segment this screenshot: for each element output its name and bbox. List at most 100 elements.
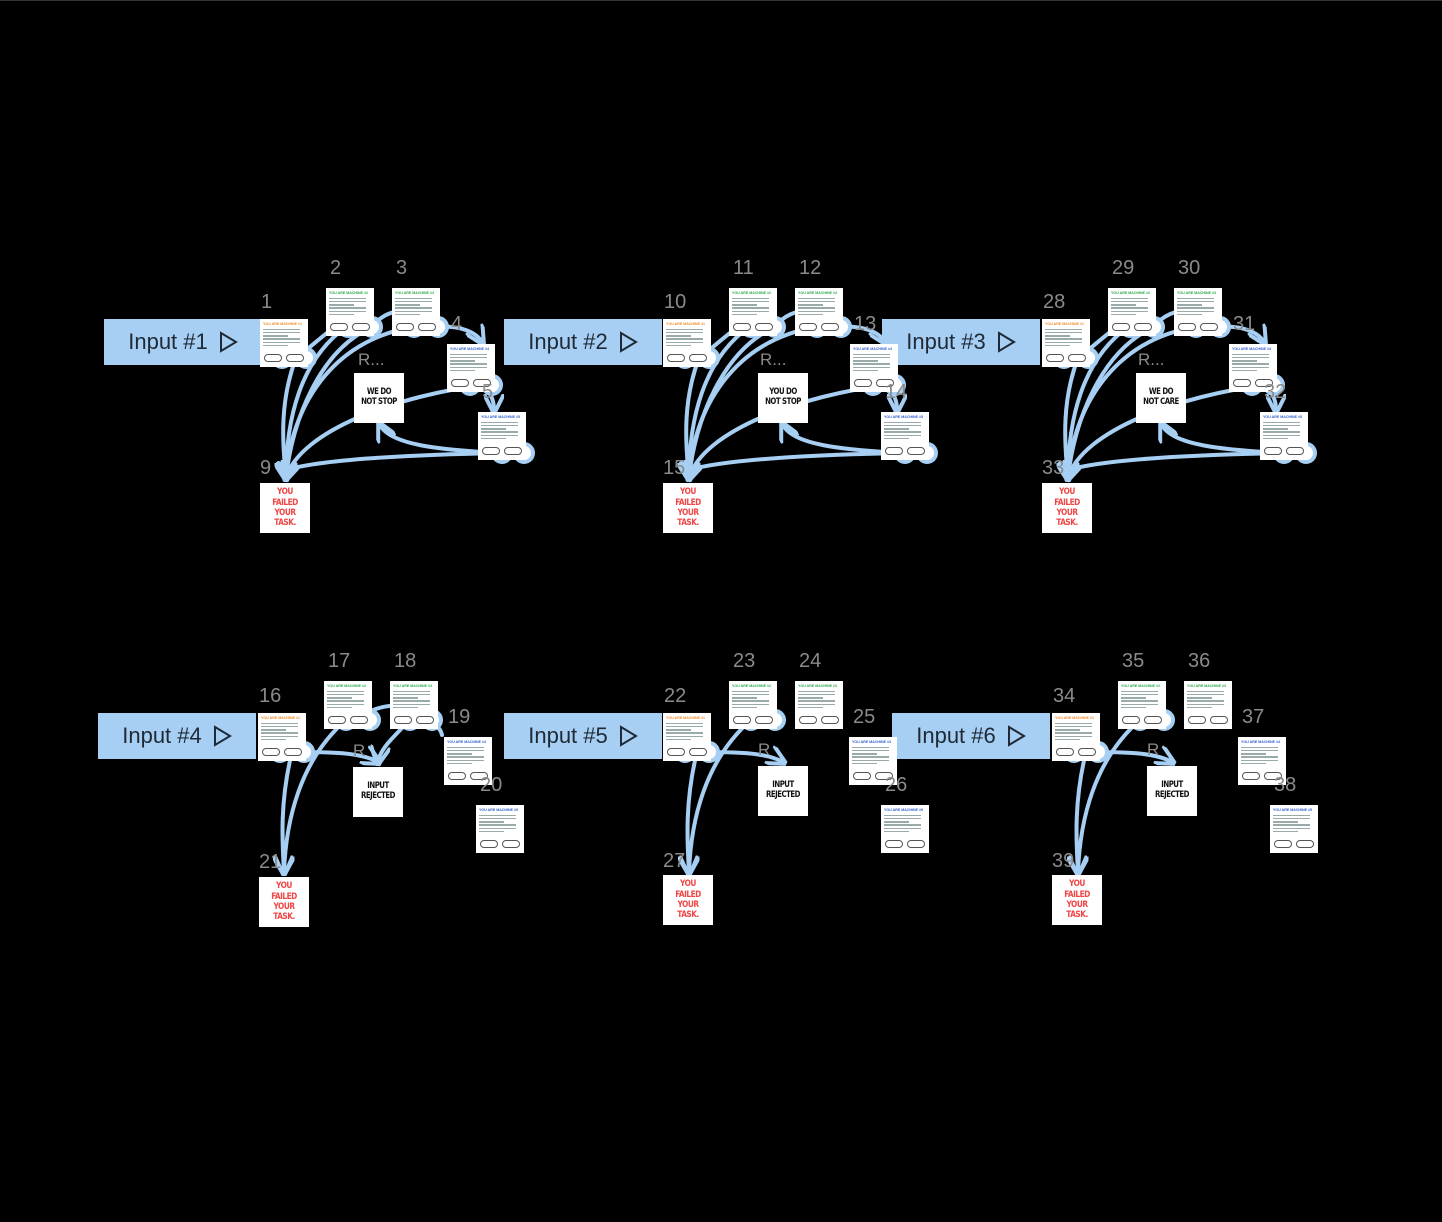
machine-screen-frame[interactable]: YOU ARE MACHINE #3 bbox=[1184, 681, 1232, 729]
frame-choice-button[interactable] bbox=[1134, 323, 1152, 331]
message-card-you-do-not-stop[interactable]: YOU DO NOT STOP bbox=[758, 373, 808, 423]
frame-choice-button[interactable] bbox=[262, 748, 280, 756]
input-4-button[interactable]: Input #4 bbox=[98, 713, 256, 759]
frame-choice-button[interactable] bbox=[1296, 840, 1314, 848]
frame-choice-button[interactable] bbox=[1200, 323, 1218, 331]
frame-choice-button[interactable] bbox=[480, 840, 498, 848]
frame-choice-button[interactable] bbox=[854, 379, 872, 387]
machine-screen-frame[interactable]: YOU ARE MACHINE #2 bbox=[1118, 681, 1166, 729]
machine-screen-frame[interactable]: YOU ARE MACHINE #1 bbox=[1042, 319, 1090, 367]
frame-choice-button[interactable] bbox=[689, 748, 707, 756]
frame-choice-button[interactable] bbox=[875, 772, 893, 780]
machine-screen-frame[interactable]: YOU ARE MACHINE #4 bbox=[1229, 344, 1277, 392]
frame-choice-button[interactable] bbox=[1178, 323, 1196, 331]
machine-screen-frame[interactable]: YOU ARE MACHINE #5 bbox=[1260, 412, 1308, 460]
machine-screen-frame[interactable]: YOU ARE MACHINE #5 bbox=[478, 412, 526, 460]
frame-choice-button[interactable] bbox=[1112, 323, 1130, 331]
frame-choice-button[interactable] bbox=[755, 716, 773, 724]
frame-choice-button[interactable] bbox=[473, 379, 491, 387]
machine-screen-frame[interactable]: YOU ARE MACHINE #2 bbox=[326, 288, 374, 336]
frame-choice-button[interactable] bbox=[1078, 748, 1096, 756]
frame-choice-button[interactable] bbox=[733, 716, 751, 724]
frame-choice-button[interactable] bbox=[755, 323, 773, 331]
machine-screen-frame[interactable]: YOU ARE MACHINE #1 bbox=[258, 713, 306, 761]
frame-choice-button[interactable] bbox=[1056, 748, 1074, 756]
fail-card[interactable]: YOU FAILED YOUR TASK. bbox=[260, 483, 310, 533]
machine-screen-frame[interactable]: YOU ARE MACHINE #2 bbox=[729, 288, 777, 336]
frame-choice-button[interactable] bbox=[1144, 716, 1162, 724]
frame-choice-button[interactable] bbox=[504, 447, 522, 455]
frame-choice-button[interactable] bbox=[885, 447, 903, 455]
frame-choice-button[interactable] bbox=[667, 354, 685, 362]
frame-choice-button[interactable] bbox=[1233, 379, 1251, 387]
frame-choice-button[interactable] bbox=[470, 772, 488, 780]
frame-choice-button[interactable] bbox=[1242, 772, 1260, 780]
machine-screen-frame[interactable]: YOU ARE MACHINE #3 bbox=[392, 288, 440, 336]
frame-choice-button[interactable] bbox=[689, 354, 707, 362]
machine-screen-frame[interactable]: YOU ARE MACHINE #4 bbox=[849, 737, 897, 785]
message-card-we-do-not-care[interactable]: WE DO NOT CARE bbox=[1136, 373, 1186, 423]
frame-choice-button[interactable] bbox=[1286, 447, 1304, 455]
machine-screen-frame[interactable]: YOU ARE MACHINE #2 bbox=[324, 681, 372, 729]
frame-choice-button[interactable] bbox=[396, 323, 414, 331]
frame-choice-button[interactable] bbox=[1188, 716, 1206, 724]
frame-choice-button[interactable] bbox=[907, 447, 925, 455]
message-card-input-rejected[interactable]: INPUT REJECTED bbox=[1147, 766, 1197, 816]
machine-screen-frame[interactable]: YOU ARE MACHINE #4 bbox=[444, 737, 492, 785]
frame-choice-button[interactable] bbox=[885, 840, 903, 848]
frame-choice-button[interactable] bbox=[876, 379, 894, 387]
machine-screen-frame[interactable]: YOU ARE MACHINE #2 bbox=[729, 681, 777, 729]
frame-choice-button[interactable] bbox=[1274, 840, 1292, 848]
machine-screen-frame[interactable]: YOU ARE MACHINE #3 bbox=[795, 288, 843, 336]
frame-choice-button[interactable] bbox=[1210, 716, 1228, 724]
input-1-button[interactable]: Input #1 bbox=[104, 319, 262, 365]
frame-choice-button[interactable] bbox=[284, 748, 302, 756]
input-5-button[interactable]: Input #5 bbox=[504, 713, 662, 759]
frame-choice-button[interactable] bbox=[1122, 716, 1140, 724]
message-card-we-do-not-stop[interactable]: WE DO NOT STOP bbox=[354, 373, 404, 423]
frame-choice-button[interactable] bbox=[416, 716, 434, 724]
fail-card[interactable]: YOU FAILED YOUR TASK. bbox=[1042, 483, 1092, 533]
frame-choice-button[interactable] bbox=[1264, 447, 1282, 455]
frame-choice-button[interactable] bbox=[853, 772, 871, 780]
machine-screen-frame[interactable]: YOU ARE MACHINE #4 bbox=[447, 344, 495, 392]
frame-choice-button[interactable] bbox=[799, 716, 817, 724]
frame-choice-button[interactable] bbox=[667, 748, 685, 756]
frame-choice-button[interactable] bbox=[352, 323, 370, 331]
fail-card[interactable]: YOU FAILED YOUR TASK. bbox=[663, 483, 713, 533]
input-2-button[interactable]: Input #2 bbox=[504, 319, 662, 365]
frame-choice-button[interactable] bbox=[451, 379, 469, 387]
frame-choice-button[interactable] bbox=[821, 323, 839, 331]
input-3-button[interactable]: Input #3 bbox=[882, 319, 1040, 365]
fail-card[interactable]: YOU FAILED YOUR TASK. bbox=[259, 877, 309, 927]
fail-card[interactable]: YOU FAILED YOUR TASK. bbox=[663, 875, 713, 925]
frame-choice-button[interactable] bbox=[418, 323, 436, 331]
machine-screen-frame[interactable]: YOU ARE MACHINE #1 bbox=[260, 319, 308, 367]
machine-screen-frame[interactable]: YOU ARE MACHINE #3 bbox=[1174, 288, 1222, 336]
frame-choice-button[interactable] bbox=[821, 716, 839, 724]
frame-choice-button[interactable] bbox=[330, 323, 348, 331]
message-card-input-rejected[interactable]: INPUT REJECTED bbox=[353, 767, 403, 817]
machine-screen-frame[interactable]: YOU ARE MACHINE #5 bbox=[881, 412, 929, 460]
machine-screen-frame[interactable]: YOU ARE MACHINE #4 bbox=[850, 344, 898, 392]
frame-choice-button[interactable] bbox=[482, 447, 500, 455]
frame-choice-button[interactable] bbox=[1046, 354, 1064, 362]
frame-choice-button[interactable] bbox=[1264, 772, 1282, 780]
machine-screen-frame[interactable]: YOU ARE MACHINE #4 bbox=[1238, 737, 1286, 785]
frame-choice-button[interactable] bbox=[907, 840, 925, 848]
frame-choice-button[interactable] bbox=[350, 716, 368, 724]
machine-screen-frame[interactable]: YOU ARE MACHINE #1 bbox=[663, 713, 711, 761]
frame-choice-button[interactable] bbox=[1068, 354, 1086, 362]
frame-choice-button[interactable] bbox=[1255, 379, 1273, 387]
frame-choice-button[interactable] bbox=[799, 323, 817, 331]
frame-choice-button[interactable] bbox=[328, 716, 346, 724]
machine-screen-frame[interactable]: YOU ARE MACHINE #3 bbox=[390, 681, 438, 729]
frame-choice-button[interactable] bbox=[286, 354, 304, 362]
machine-screen-frame[interactable]: YOU ARE MACHINE #5 bbox=[476, 805, 524, 853]
input-6-button[interactable]: Input #6 bbox=[892, 713, 1050, 759]
machine-screen-frame[interactable]: YOU ARE MACHINE #1 bbox=[1052, 713, 1100, 761]
machine-screen-frame[interactable]: YOU ARE MACHINE #3 bbox=[795, 681, 843, 729]
fail-card[interactable]: YOU FAILED YOUR TASK. bbox=[1052, 875, 1102, 925]
frame-choice-button[interactable] bbox=[733, 323, 751, 331]
